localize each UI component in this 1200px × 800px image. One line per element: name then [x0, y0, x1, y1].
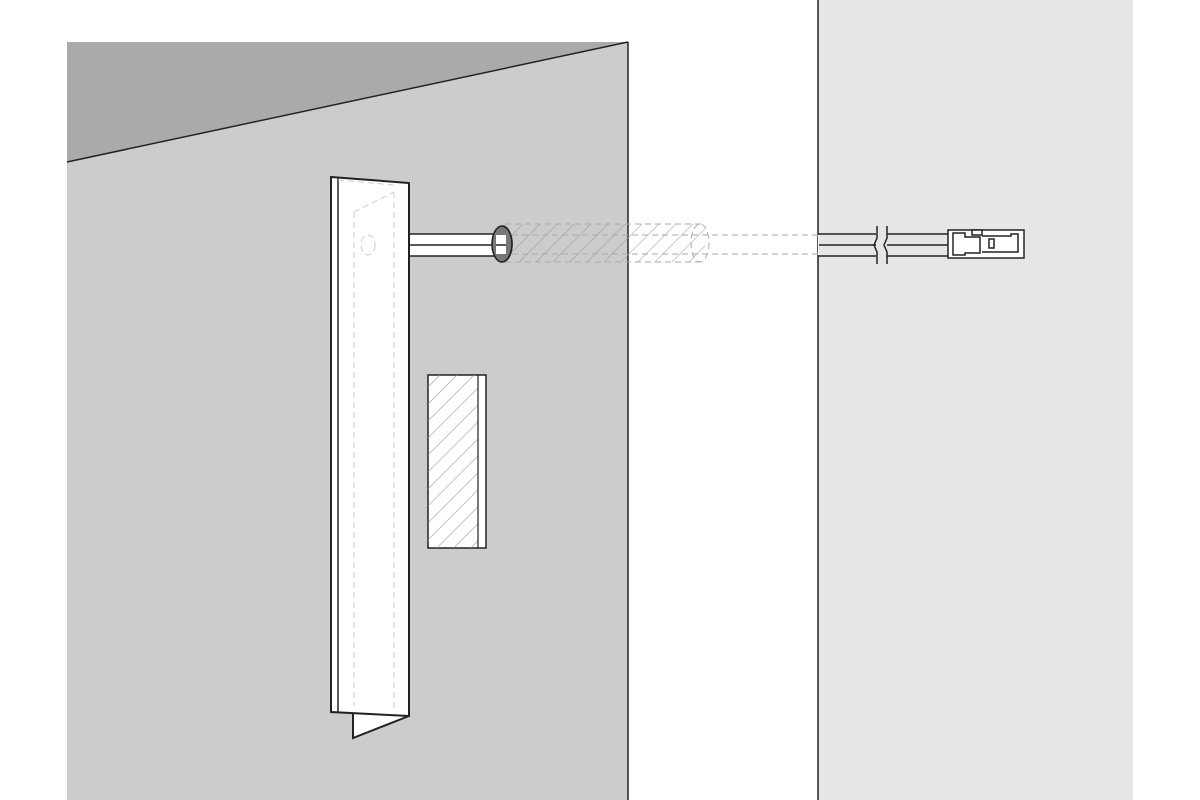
cable-right	[818, 226, 948, 264]
led-profile-bar	[330, 175, 410, 740]
conduit-tube	[505, 223, 710, 263]
wall-ceiling-edge	[66, 41, 629, 163]
glass-block	[427, 374, 487, 549]
right-wall	[818, 0, 1133, 800]
cable	[408, 233, 505, 257]
connector-plug	[947, 229, 1025, 259]
